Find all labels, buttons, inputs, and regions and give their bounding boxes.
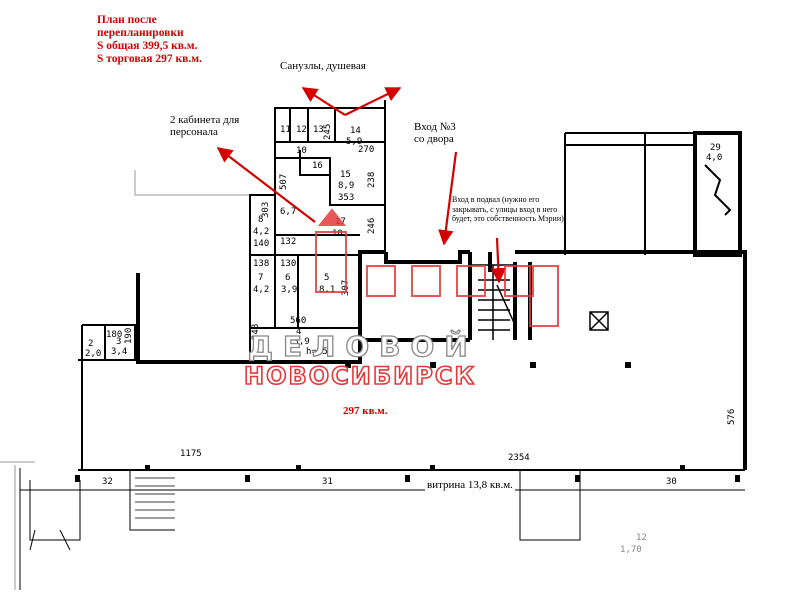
basement-stair xyxy=(470,264,516,340)
svg-text:10: 10 xyxy=(296,146,307,156)
svg-text:507: 507 xyxy=(279,174,289,190)
red-arrows xyxy=(216,87,507,284)
svg-text:6,7: 6,7 xyxy=(280,207,296,217)
outer-walls xyxy=(136,250,747,470)
svg-text:576: 576 xyxy=(727,409,737,425)
title-line-1: План после xyxy=(97,14,157,26)
arrow-to-bathrooms-2 xyxy=(344,87,402,116)
arrow-to-basement xyxy=(490,237,507,284)
watermark-line-2: НОВОСИБИРСК xyxy=(243,361,477,391)
watermark-logo xyxy=(315,208,559,327)
room-15-area: 8,9 xyxy=(338,181,354,191)
room-29-area: 4,0 xyxy=(706,153,722,163)
title-line-2: перепланировки xyxy=(97,27,184,39)
svg-text:248: 248 xyxy=(251,324,261,340)
room-2-area: 2,0 xyxy=(85,349,101,359)
basement-label: Вход в подвал (нужно его закрывать, с ул… xyxy=(452,195,564,223)
room-13-dim: 245 xyxy=(323,124,333,140)
arrow-to-offices xyxy=(216,147,316,223)
room-8-dim: 140 xyxy=(253,239,269,249)
svg-text:303: 303 xyxy=(261,202,271,218)
svg-text:h=250: h=250 xyxy=(306,347,333,357)
dimension-labels: 10 507 238 303 138 130 132 560 248 246 1… xyxy=(102,146,737,555)
arrow-to-entrance xyxy=(438,151,458,246)
room-14-dim: 270 xyxy=(358,145,374,155)
svg-text:138: 138 xyxy=(253,259,269,269)
column-box xyxy=(589,311,609,331)
room-3-area: 3,4 xyxy=(111,347,127,357)
svg-text:31: 31 xyxy=(322,477,333,487)
room-5-num: 5 xyxy=(324,273,329,283)
svg-text:32: 32 xyxy=(102,477,113,487)
room-7-num: 7 xyxy=(258,273,263,283)
hall-area-label: 297 кв.м. xyxy=(343,405,388,417)
room-14-num: 14 xyxy=(350,126,361,136)
svg-text:2354: 2354 xyxy=(508,453,530,463)
room-14-area: 5,9 xyxy=(346,137,362,147)
room-4-area: 13,9 xyxy=(288,337,310,347)
showcase-posts xyxy=(75,362,740,482)
entrance-label: Вход №3 со двора xyxy=(414,121,456,145)
svg-text:12: 12 xyxy=(636,533,647,543)
trade-area: S торговая 297 кв.м. xyxy=(97,53,202,65)
svg-text:238: 238 xyxy=(367,172,377,188)
room-17-area: 10, xyxy=(332,229,348,239)
office-block-walls xyxy=(249,100,386,362)
room-13: 13 xyxy=(313,125,324,135)
arrow-to-bathrooms-1 xyxy=(301,87,346,116)
svg-text:30: 30 xyxy=(666,477,677,487)
stair-room-29 xyxy=(564,131,742,257)
room-7-area: 4,2 xyxy=(253,285,269,295)
room-labels: 11 12 13 245 14 5,9 270 15 8,9 353 16 17… xyxy=(85,124,722,359)
svg-text:130: 130 xyxy=(280,259,296,269)
showcase-label: витрина 13,8 кв.м. xyxy=(425,479,515,491)
total-area: S общая 399,5 кв.м. xyxy=(97,40,198,52)
svg-text:246: 246 xyxy=(367,218,377,234)
svg-text:560: 560 xyxy=(290,316,306,326)
left-small-rooms xyxy=(78,324,138,470)
room-3-dim: 180 xyxy=(106,330,122,340)
svg-text:132: 132 xyxy=(280,237,296,247)
room-12: 12 xyxy=(296,125,307,135)
room-29-num: 29 xyxy=(710,143,721,153)
room-2-num: 2 xyxy=(88,339,93,349)
showcase-facade xyxy=(19,468,745,590)
svg-text:1175: 1175 xyxy=(180,449,202,459)
watermark-line-1: ДЕЛОВОЙ xyxy=(247,329,478,363)
room-8-num: 8 xyxy=(258,215,263,225)
room-15-num: 15 xyxy=(340,170,351,180)
room-11: 11 xyxy=(280,125,291,135)
room-6-area: 3,9 xyxy=(281,285,297,295)
room-5-area: 8,1 xyxy=(319,285,335,295)
room-4-num: 4 xyxy=(296,327,301,337)
bathrooms-label: Санузлы, душевая xyxy=(280,60,366,72)
svg-text:1,70: 1,70 xyxy=(620,545,642,555)
room-6-num: 6 xyxy=(285,273,290,283)
room-15-dim: 353 xyxy=(338,193,354,203)
offices-label: 2 кабинета для персонала xyxy=(170,114,240,138)
room-3-num: 3 xyxy=(116,337,121,347)
plan-title: План после перепланировки S общая 399,5 … xyxy=(97,14,202,66)
room-16-num: 16 xyxy=(312,161,323,171)
faint-outline xyxy=(0,170,250,590)
room-8-area: 4,2 xyxy=(253,227,269,237)
svg-text:190: 190 xyxy=(124,328,134,344)
